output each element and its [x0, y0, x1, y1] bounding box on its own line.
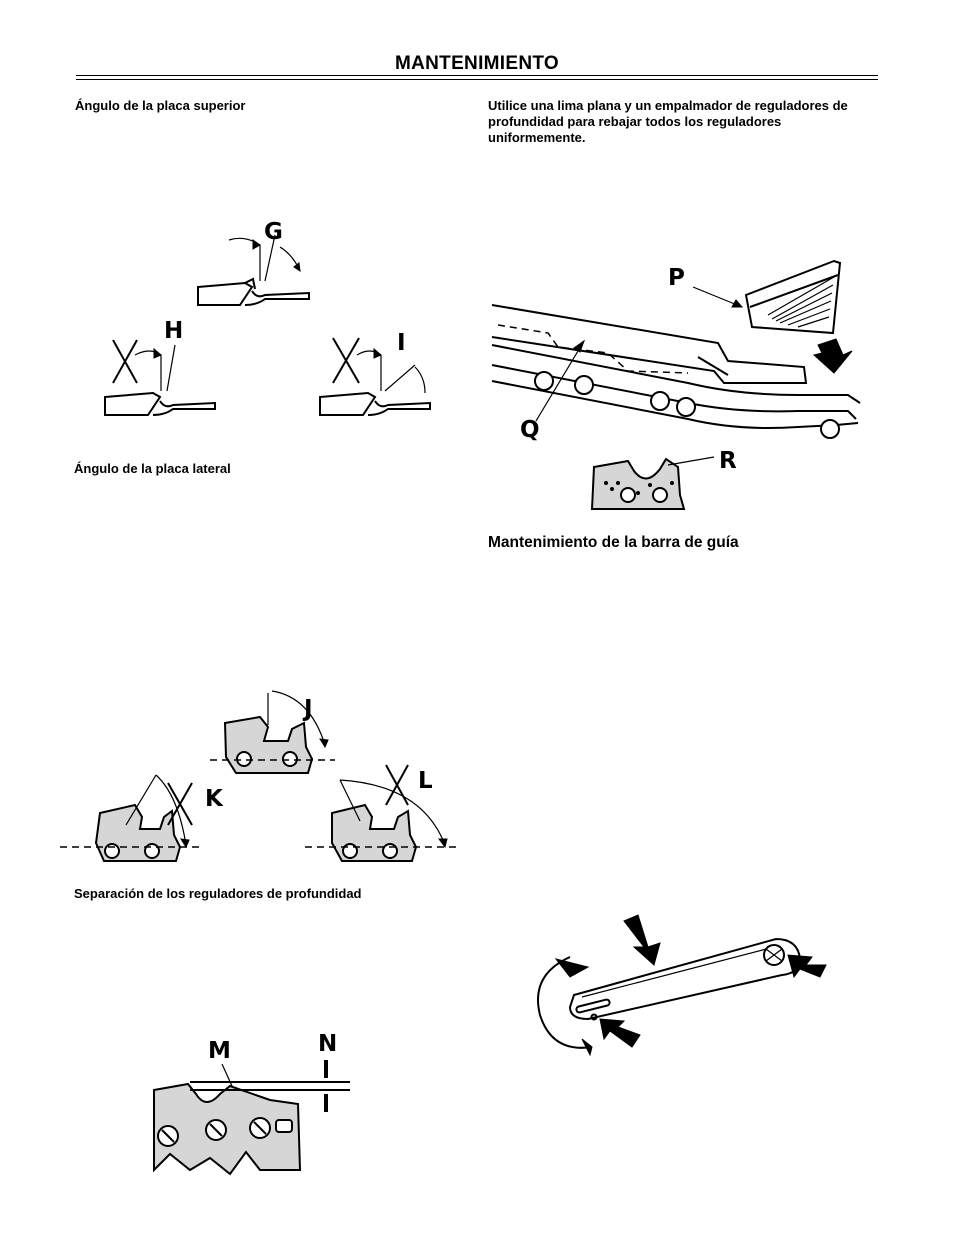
label-q: Q [520, 417, 540, 443]
file-and-gauge-figure [491, 259, 861, 510]
caption-top-plate-angle: Ángulo de la placa superior [75, 98, 246, 113]
cutter-wrong-k [60, 774, 200, 862]
caption-flat-file-instruction: Utilice una lima plana y un empalmador d… [488, 98, 848, 145]
label-g: G [264, 219, 283, 245]
side-plate-angle-figure [60, 690, 460, 862]
cutter-wrong-l [305, 764, 460, 862]
label-p: P [668, 265, 685, 291]
header-rule [76, 75, 878, 76]
label-k: K [205, 786, 223, 812]
header-rule-lower [76, 79, 878, 80]
label-n: N [318, 1031, 338, 1057]
label-r: R [719, 448, 737, 474]
top-plate-angle-figure [104, 234, 431, 416]
cutter-correct-j [210, 690, 335, 774]
chain-with-gauge-tool [491, 304, 861, 439]
guide-bar-figure [537, 914, 827, 1057]
label-j: J [304, 696, 313, 722]
caption-side-plate-angle: Ángulo de la placa lateral [74, 461, 231, 476]
cutter-r [590, 456, 715, 510]
heading-guide-bar-maintenance: Mantenimiento de la barra de guía [488, 534, 739, 551]
page-title: MANTENIMIENTO [395, 53, 559, 74]
caption-depth-gauge-clearance: Separación de los reguladores de profund… [74, 886, 362, 901]
label-m: M [208, 1038, 231, 1064]
depth-gauge-figure [153, 1060, 350, 1176]
label-h: H [164, 318, 184, 344]
cutter-wrong-i [319, 337, 431, 416]
label-l: L [418, 768, 433, 794]
cutter-correct-g [197, 234, 310, 306]
flat-file [744, 259, 853, 374]
cutter-wrong-h [104, 339, 216, 416]
label-i: I [397, 330, 406, 356]
